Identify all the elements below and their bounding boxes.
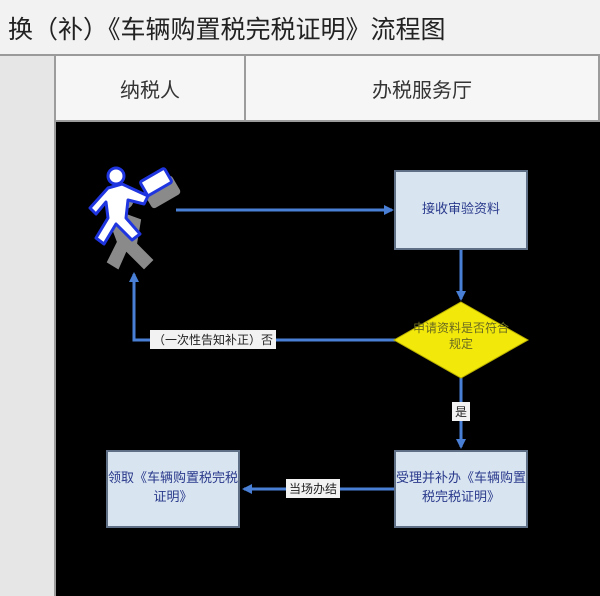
process-label: 受理并补办《车辆购置税完税证明》 <box>396 471 527 505</box>
flowchart-canvas: 接收审验资料 申请资料是否符合规定 受理并补办《车辆购置税完税证明》 领取《车辆… <box>56 122 600 596</box>
lane-label-tax-hall: 办税服务厅 <box>372 77 472 102</box>
lane-header-tax-hall: 办税服务厅 <box>246 56 600 122</box>
decision-label: 申请资料是否符合规定 <box>412 321 509 352</box>
flowchart-svg <box>88 166 530 494</box>
left-gutter <box>0 56 56 596</box>
collect-box: 领取《车辆购置税完税证明》 <box>106 450 240 528</box>
process-box: 受理并补办《车辆购置税完税证明》 <box>394 450 528 528</box>
decision-diamond <box>392 301 530 379</box>
receive-review-label: 接收审验资料 <box>421 201 500 217</box>
edge-no <box>129 272 396 342</box>
walking-person-icon <box>88 166 181 270</box>
edge-yes-label: 是 <box>452 402 471 421</box>
receive-review-box: 接收审验资料 <box>394 170 528 250</box>
edge-onsite-label: 当场办结 <box>286 479 341 498</box>
edge-no-label: （一次性告知补正）否 <box>150 330 277 349</box>
lane-label-taxpayer: 纳税人 <box>120 77 180 102</box>
collect-label: 领取《车辆购置税完税证明》 <box>108 471 239 505</box>
page-title: 换（补）《车辆购置税完税证明》流程图 <box>8 15 446 44</box>
title-bar: 换（补）《车辆购置税完税证明》流程图 <box>0 0 600 56</box>
lane-header-taxpayer: 纳税人 <box>56 56 246 122</box>
